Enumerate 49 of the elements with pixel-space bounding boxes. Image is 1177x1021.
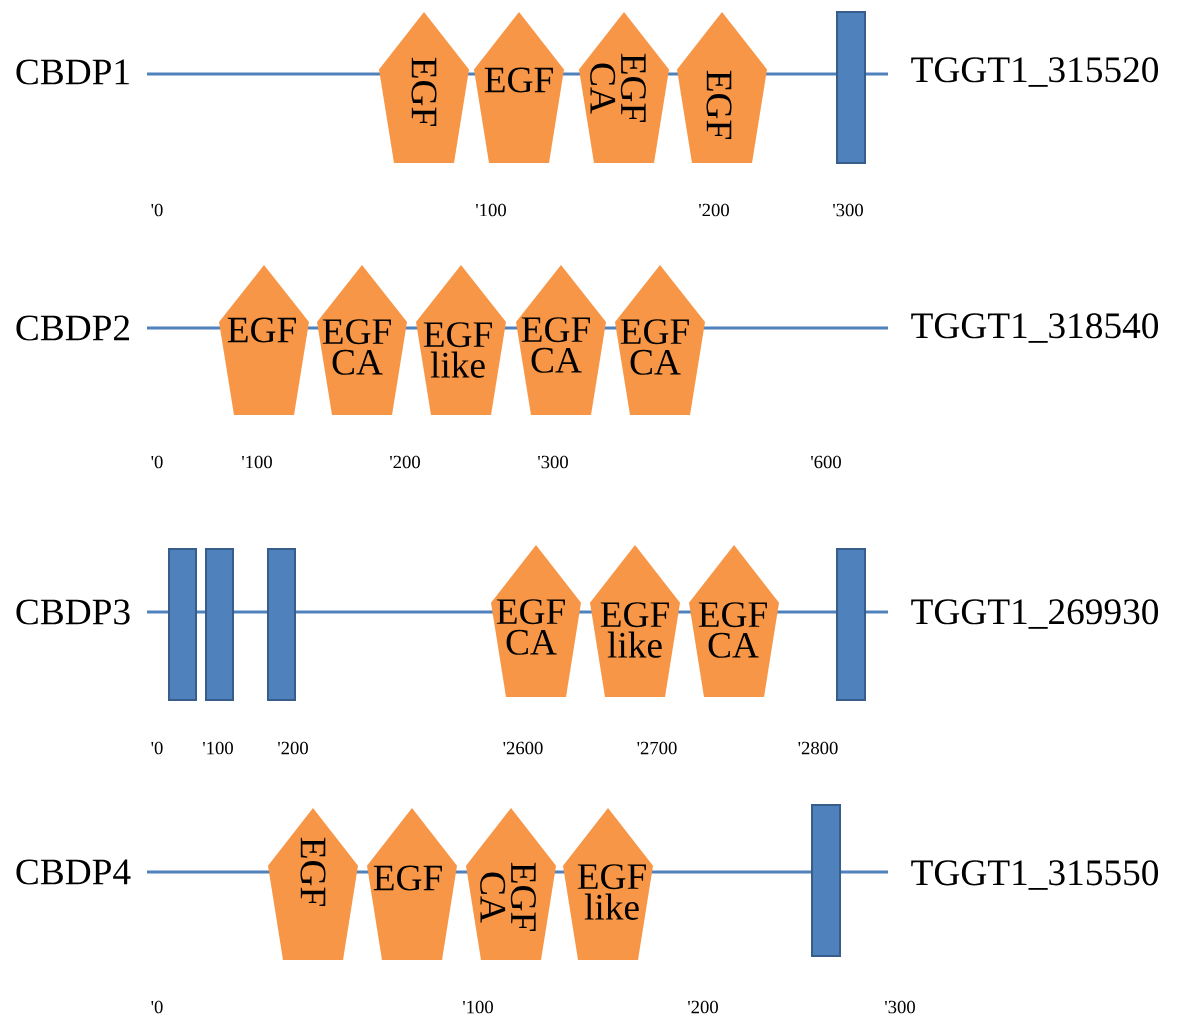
position-tick: '0 (151, 1000, 163, 1014)
domain-pentagon: EGF (474, 12, 564, 163)
domain-pentagon: EGF like (416, 265, 506, 415)
position-tick: '0 (151, 203, 163, 217)
domain-pentagon: EGF (219, 265, 309, 415)
position-tick: '200 (278, 741, 308, 755)
position-tick: '2600 (503, 741, 543, 755)
gene-id: TGGT1_315550 (911, 860, 1159, 890)
domain-pentagon: EGF CA (516, 265, 606, 415)
domain-pentagon: EGF CA (466, 808, 556, 960)
position-tick: '0 (151, 455, 163, 469)
position-tick: '300 (833, 203, 863, 217)
domain-pentagon: EGF CA (491, 545, 581, 697)
protein-name: CBDP1 (16, 59, 129, 85)
position-tick: '2700 (637, 741, 677, 755)
position-tick: '2800 (798, 741, 838, 755)
position-tick: '100 (463, 1000, 493, 1014)
position-tick: '600 (811, 455, 841, 469)
transmembrane-bar (836, 548, 866, 701)
domain-pentagon: EGF CA (689, 545, 779, 697)
domain-pentagon: EGF like (590, 545, 680, 697)
position-tick: '300 (885, 1000, 915, 1014)
position-tick: '200 (688, 1000, 718, 1014)
domain-pentagon: EGF (367, 808, 457, 960)
transmembrane-bar (836, 11, 866, 164)
transmembrane-bar (811, 804, 841, 957)
domain-pentagon: EGF (268, 808, 358, 960)
domain-pentagon: EGF (379, 12, 469, 163)
position-tick: '0 (151, 741, 163, 755)
domain-pentagon: EGF (677, 12, 767, 163)
position-tick: '200 (390, 455, 420, 469)
position-tick: '100 (476, 203, 506, 217)
protein-name: CBDP2 (16, 315, 129, 341)
transmembrane-bar (168, 548, 197, 701)
gene-id: TGGT1_315520 (911, 57, 1159, 87)
transmembrane-bar (267, 548, 296, 701)
protein-name: CBDP3 (16, 599, 130, 625)
domain-pentagon: EGF CA (579, 12, 669, 163)
position-tick: '100 (242, 455, 272, 469)
domain-pentagon: EGF CA (317, 265, 407, 415)
gene-id: TGGT1_269930 (911, 599, 1159, 629)
transmembrane-bar (205, 548, 234, 701)
domain-pentagon: EGF CA (615, 265, 705, 415)
position-tick: '200 (699, 203, 729, 217)
protein-name: CBDP4 (16, 859, 131, 885)
domain-pentagon: EGF like (563, 808, 653, 960)
position-tick: '100 (203, 741, 233, 755)
position-tick: '300 (538, 455, 568, 469)
gene-id: TGGT1_318540 (911, 313, 1159, 343)
